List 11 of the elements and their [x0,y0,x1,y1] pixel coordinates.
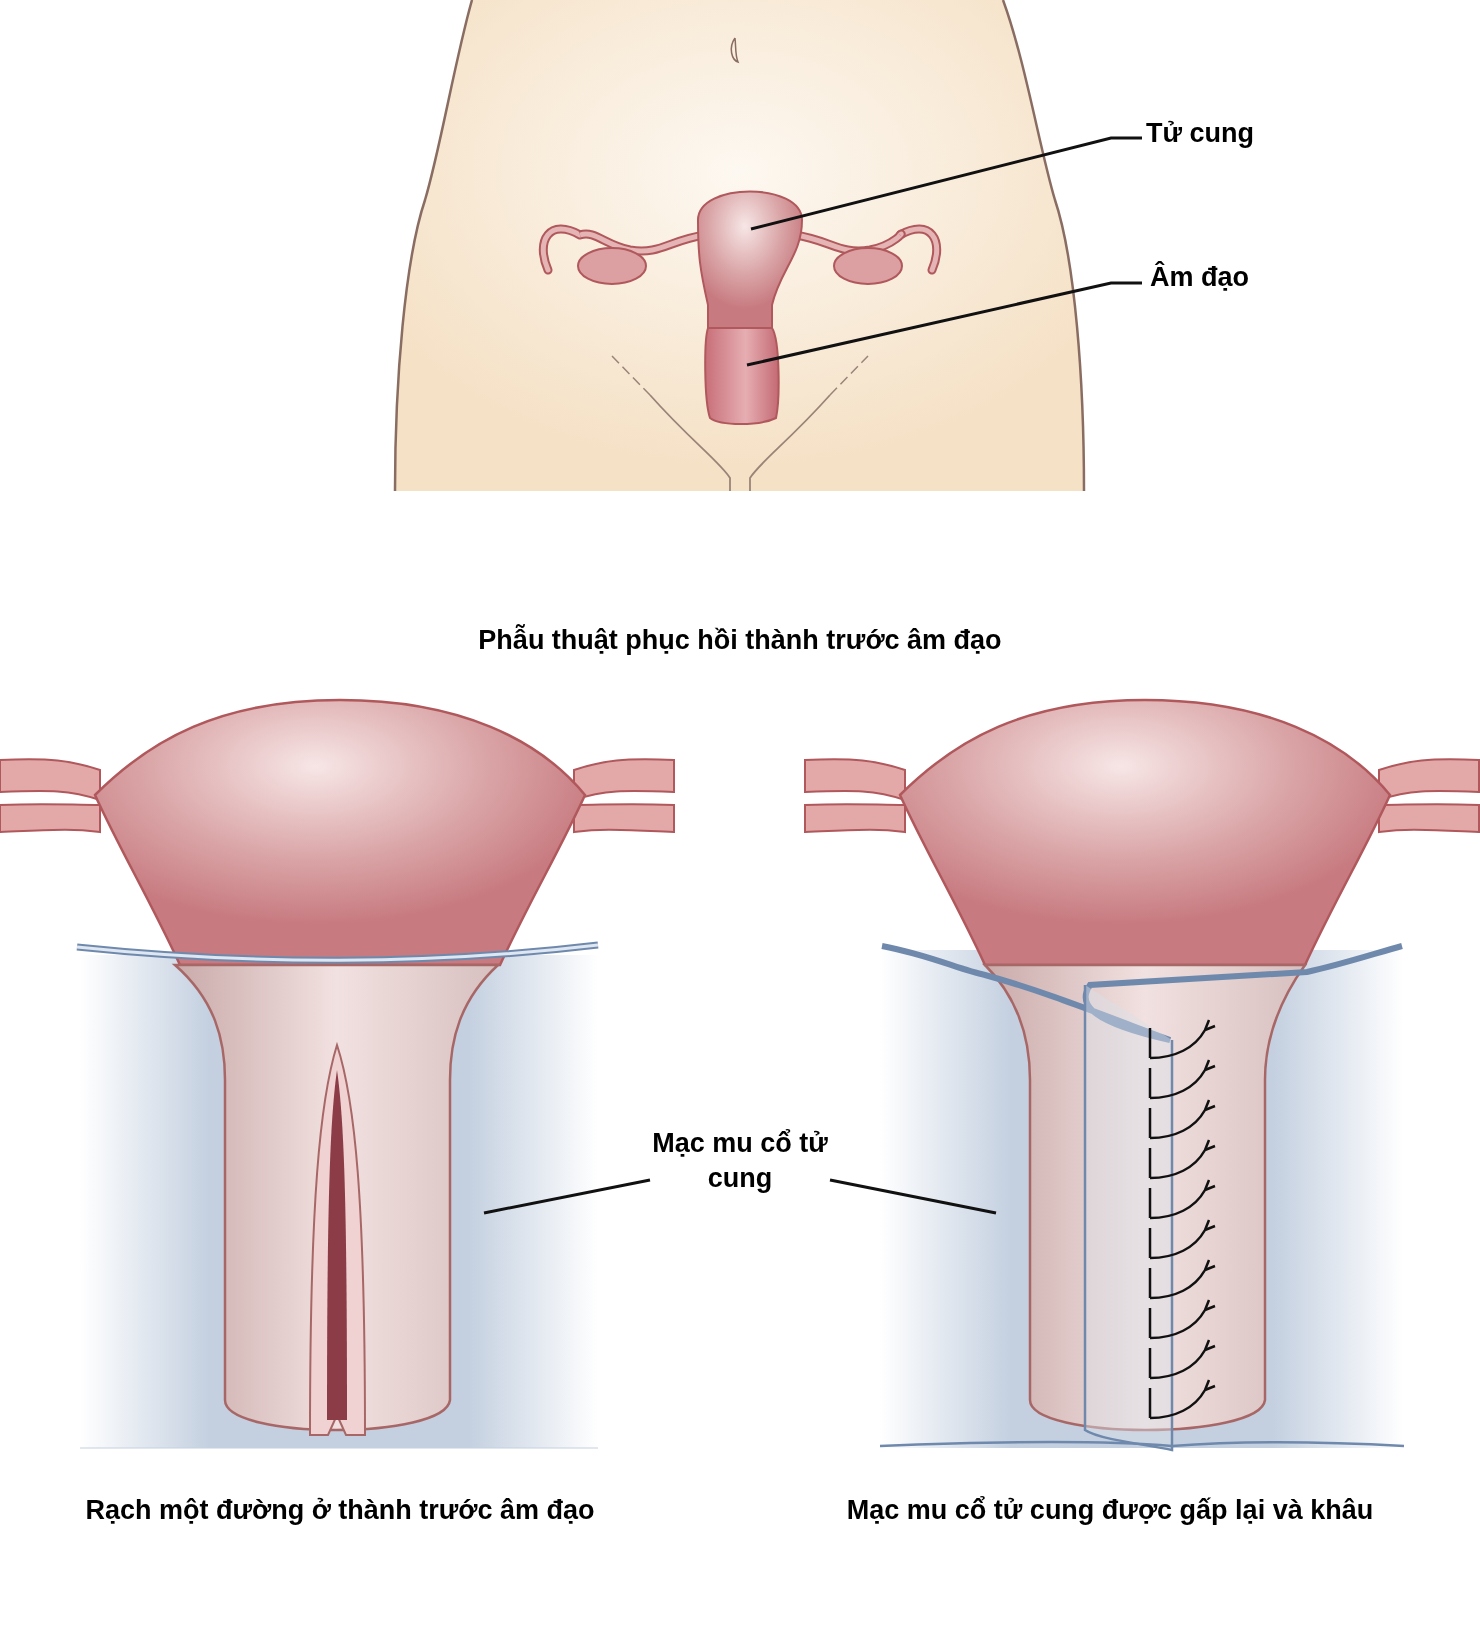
leader-line [829,1178,997,1215]
leader-line [483,1178,651,1215]
label-text: Tử cung [1146,116,1316,152]
leader-line [750,136,1142,231]
panel-caption: Rạch một đường ở thành trước âm đạo [84,1494,596,1527]
leader-line [746,281,1142,367]
diagram-title: Phẫu thuật phục hồi thành trước âm đạo [477,623,1003,657]
vagina-drawing [704,327,780,425]
panel-caption: Mạc mu cổ tử cung được gấp lại và khâu [845,1494,1375,1527]
label-text: Âm đạo [1150,260,1320,296]
label-text: Mạc mu cổ tử cung [608,1126,872,1197]
